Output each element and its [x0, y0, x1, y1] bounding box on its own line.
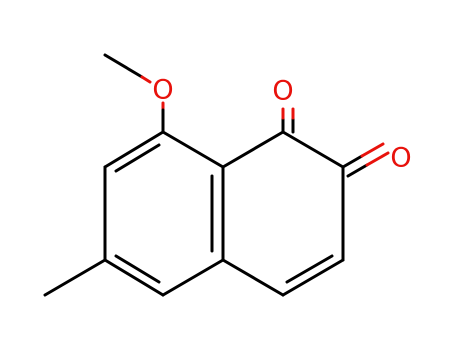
ring-bond-c3-c4-inner: [285, 254, 334, 284]
ring-bond-c8a-c1: [221, 130, 285, 169]
ring-bond-c4-c4a: [221, 258, 285, 297]
ring-bond-c8a-c8: [161, 130, 225, 169]
methyl-bond-ring: [43, 258, 107, 297]
methyl-bond-methoxy: [103, 53, 144, 79]
carbonyl-2-bond-upper-a: [360, 142, 385, 158]
carbonyl-2-bond-upper-b: [365, 151, 390, 167]
ring-bond-c1-c2: [281, 130, 345, 169]
ring-bond-c6-c5-inner: [114, 254, 161, 284]
carbonyl-oxygen-label-1: O: [272, 76, 293, 107]
ring-bond-c5-c4a: [161, 258, 225, 297]
o-bond-methoxy-left: [140, 75, 152, 84]
carbonyl-oxygen-label-2: O: [390, 143, 411, 174]
carbonyl-2-bond-lower-a: [341, 154, 364, 169]
ring-bond-c6-c5: [103, 258, 165, 297]
ring-bond-c8-c7: [103, 130, 165, 169]
ring-bond-c3-c4: [281, 258, 345, 297]
ring-bond-c8-c7-inner: [114, 143, 161, 173]
carbonyl-2-bond-lower-b: [346, 163, 369, 178]
methoxy-oxygen-label: O: [152, 75, 173, 106]
